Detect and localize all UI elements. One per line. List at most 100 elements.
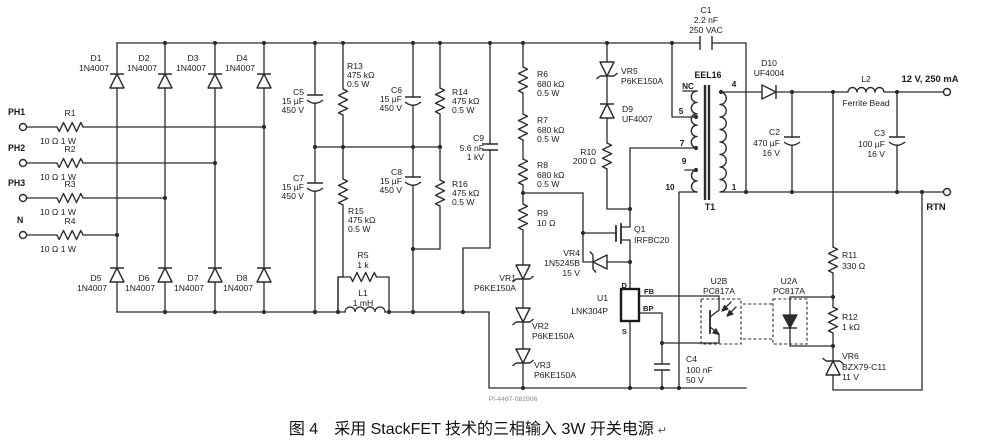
label-c4-l1: 100 nF xyxy=(686,365,713,375)
resistor-R4 xyxy=(56,229,84,241)
label-r3-ref: R3 xyxy=(65,179,76,189)
label-d6-val: 1N4007 xyxy=(125,283,155,293)
optocoupler-U2B xyxy=(700,298,742,345)
label-d3-val: 1N4007 xyxy=(176,63,206,73)
label-d10-ref: D10 xyxy=(761,58,777,68)
label-u1-val: LNK304P xyxy=(571,306,608,316)
label-c7-l2: 450 V xyxy=(282,191,305,201)
label-u2b-val: PC817A xyxy=(703,286,735,296)
label-c3-ref: C3 xyxy=(874,128,885,138)
label-r11-ref: R11 xyxy=(842,250,857,260)
label-c7-l1: 15 µF xyxy=(282,182,304,192)
diode-D5 xyxy=(109,267,125,283)
label-q1-ref: Q1 xyxy=(634,224,646,234)
zener-VR2 xyxy=(511,307,535,326)
label-vr3-val: P6KE150A xyxy=(534,370,576,380)
label-d4-ref: D4 xyxy=(237,53,248,63)
label-r12-ref: R12 xyxy=(842,312,858,322)
capacitor-C7 xyxy=(306,182,324,192)
label-c1-l2: 250 VAC xyxy=(689,25,723,35)
label-vr2-val: P6KE150A xyxy=(532,331,574,341)
label-r10-ref: R10 xyxy=(580,147,596,157)
label-c3-l1: 100 µF xyxy=(858,139,885,149)
resistor-R5 xyxy=(349,271,378,283)
mosfet-Q1 xyxy=(615,223,622,244)
label-r6-ref: R6 xyxy=(537,69,548,79)
wire-bus-ladder xyxy=(314,42,491,313)
label-t1-nc: NC xyxy=(682,82,694,91)
wire-gate-divider xyxy=(522,42,631,389)
label-r16-l1: 475 kΩ xyxy=(452,188,480,198)
label-ph2: PH2 xyxy=(8,143,25,153)
label-r14-l2: 0.5 W xyxy=(452,105,475,115)
label-r8-l1: 680 kΩ xyxy=(537,170,565,180)
label-r6-l1: 680 kΩ xyxy=(537,79,565,89)
resistor-R8 xyxy=(517,158,529,186)
resistor-R9 xyxy=(517,203,529,231)
label-u1-pin-bp: BP xyxy=(643,304,654,313)
label-r9-ref: R9 xyxy=(537,208,548,218)
label-vr6-ref: VR6 xyxy=(842,351,859,361)
diode-D2 xyxy=(157,73,173,89)
label-r7-ref: R7 xyxy=(537,115,548,125)
label-c9-ref: C9 xyxy=(473,133,484,143)
resistor-R15 xyxy=(337,178,349,206)
label-r1-ref: R1 xyxy=(65,108,76,118)
label-d9-ref: D9 xyxy=(622,104,633,114)
label-c5-ref: C5 xyxy=(293,87,304,97)
label-rtn: RTN xyxy=(926,201,945,212)
terminal-PH1 xyxy=(18,122,28,132)
capacitor-C9 xyxy=(481,143,499,151)
label-vr5-val: P6KE150A xyxy=(621,76,663,86)
label-u2a-ref: U2A xyxy=(781,276,798,286)
label-d7-val: 1N4007 xyxy=(174,283,204,293)
capacitor-C1 xyxy=(699,36,713,50)
label-c8-l2: 450 V xyxy=(380,185,403,195)
label-r7-l2: 0.5 W xyxy=(537,134,560,144)
label-d8-ref: D8 xyxy=(237,273,248,283)
label-vr3-ref: VR3 xyxy=(534,360,551,370)
diode-D10 xyxy=(761,84,777,100)
wire-drain-source xyxy=(620,147,697,389)
caption-text: 图 4 采用 StackFET 技术的三相输入 3W 开关电源 xyxy=(289,420,654,438)
label-d3-ref: D3 xyxy=(188,53,199,63)
label-d8-val: 1N4007 xyxy=(223,283,253,293)
label-r16-l2: 0.5 W xyxy=(452,197,475,207)
label-r14-l1: 475 kΩ xyxy=(452,96,480,106)
label-vr6-l2: 11 V xyxy=(842,372,859,382)
label-t1-p5: 5 xyxy=(679,107,684,116)
caption-return-mark: ↵ xyxy=(658,425,667,437)
label-r13-ref: R13 xyxy=(347,61,363,71)
diode-D9 xyxy=(599,103,615,119)
label-vr1-ref: VR1 xyxy=(499,273,516,283)
capacitor-C2 xyxy=(783,136,801,146)
label-d9-val: UF4007 xyxy=(622,114,653,124)
label-r6-l2: 0.5 W xyxy=(537,88,560,98)
label-r9-val: 10 Ω xyxy=(537,218,556,228)
wire-feedback xyxy=(638,91,923,391)
label-r2-ref: R2 xyxy=(65,144,76,154)
label-t1-p1: 1 xyxy=(732,183,737,192)
wire-secondary xyxy=(719,91,945,193)
capacitor-C6 xyxy=(404,96,422,106)
resistor-R14 xyxy=(434,87,446,115)
label-vr4-l1: 1N5245B xyxy=(544,258,580,268)
wire-transformer-pins xyxy=(671,42,698,389)
label-d10-val: UF4004 xyxy=(754,68,785,78)
label-r4-val: 10 Ω 1 W xyxy=(40,244,77,254)
label-t1-p7: 7 xyxy=(680,139,685,148)
label-r7-l1: 680 kΩ xyxy=(537,125,565,135)
label-r15-ref: R15 xyxy=(348,206,364,216)
label-d5-ref: D5 xyxy=(91,273,102,283)
label-u1-pin-d: D xyxy=(622,281,628,290)
label-vr6-l1: BZX79-C11 xyxy=(842,362,886,372)
label-q1-val: IRFBC20 xyxy=(634,235,670,245)
label-vr5-ref: VR5 xyxy=(621,66,638,76)
inductor-L2 xyxy=(847,86,885,93)
label-c4-l2: 50 V xyxy=(686,375,704,385)
label-t1-p4: 4 xyxy=(732,80,737,89)
label-d4-val: 1N4007 xyxy=(225,63,255,73)
resistor-R12 xyxy=(827,306,839,334)
resistor-R1 xyxy=(56,121,84,133)
